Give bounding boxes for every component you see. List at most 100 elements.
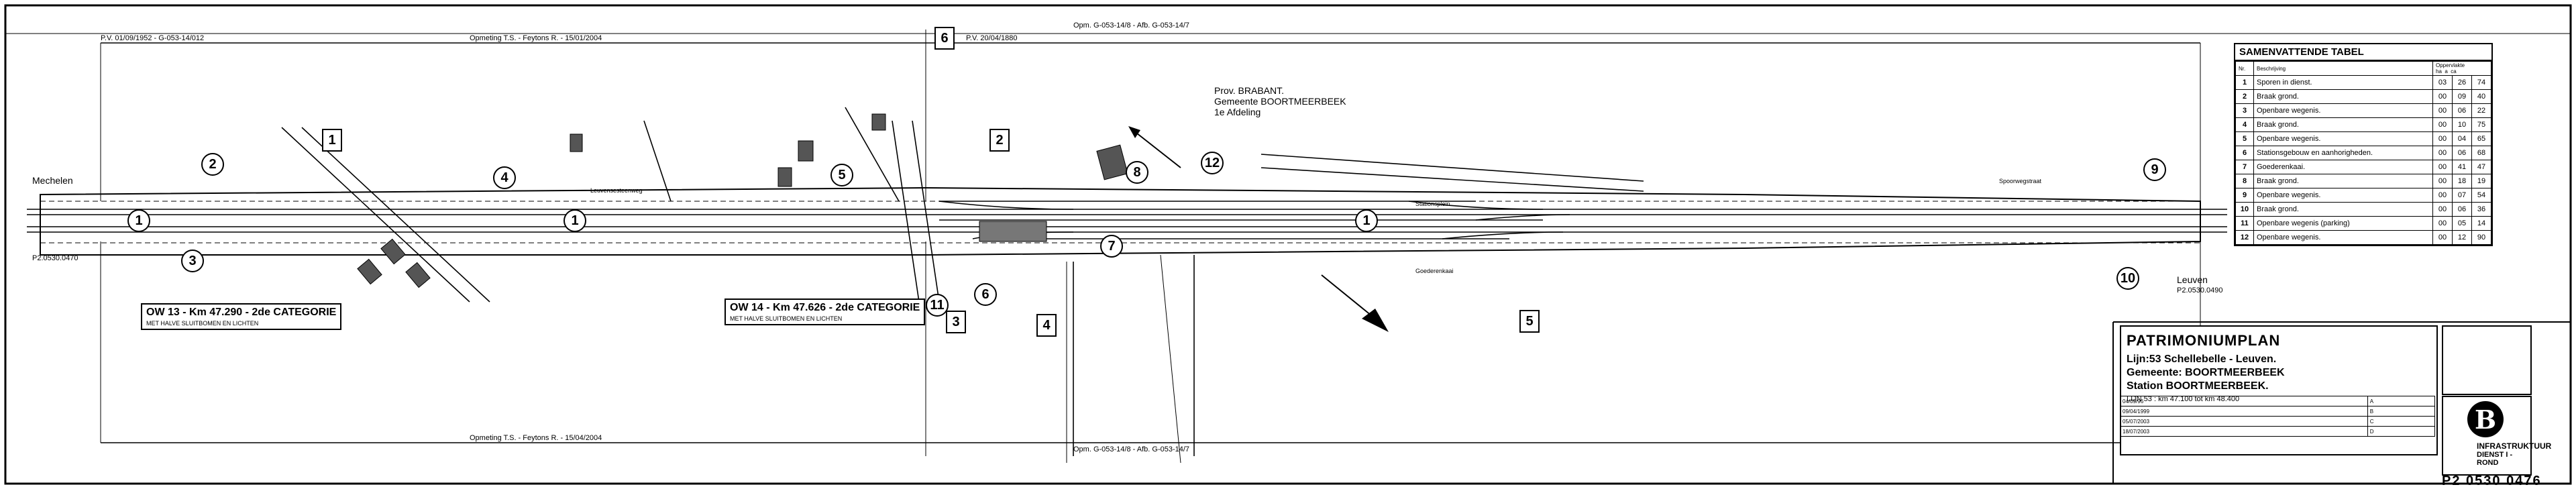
- opm-bottom: Opm. G-053-14/8 - Afb. G-053-14/7: [1073, 445, 1190, 453]
- crossing-ow13-sub: MET HALVE SLUITBOMEN EN LICHTEN: [146, 320, 259, 327]
- revision-letter: D: [2367, 426, 2436, 437]
- unit-ha: ha: [2436, 68, 2442, 74]
- summary-cell-nr: 7: [2235, 160, 2254, 174]
- code-box: [2442, 325, 2532, 395]
- summary-cell-ha: 00: [2432, 146, 2453, 160]
- location-gemeente: Gemeente BOORTMEERBEEK: [1214, 96, 1346, 107]
- street-stationsplein: Stationsplein: [1415, 201, 1450, 207]
- opmeting-bottom: Opmeting T.S. - Feytons R. - 15/04/2004: [470, 434, 602, 442]
- summary-cell-ca: 22: [2471, 103, 2491, 118]
- summary-cell-ha: 00: [2432, 188, 2453, 203]
- summary-cell-ha: 00: [2432, 230, 2453, 245]
- summary-cell-ca: 40: [2471, 89, 2491, 104]
- summary-cell-a: 12: [2452, 230, 2472, 245]
- parcel-circle-1b: 1: [564, 209, 586, 232]
- location-afdeling: 1e Afdeling: [1214, 107, 1261, 117]
- plan-line: Lijn:53 Schellebelle - Leuven.: [2127, 354, 2277, 365]
- revision-date: 09/04/1999: [2120, 406, 2368, 417]
- crossing-ow13: OW 13 - Km 47.290 - 2de CATEGORIE MET HA…: [141, 303, 342, 330]
- summary-cell-ca: 54: [2471, 188, 2491, 203]
- unit-a: a: [2445, 68, 2448, 74]
- plan-station: Station BOORTMEERBEEK.: [2127, 380, 2269, 392]
- parcel-circle-1c: 1: [1355, 209, 1378, 232]
- plan-code: P2 0530 0476: [2442, 474, 2542, 488]
- parcel-circle-10: 10: [2116, 267, 2139, 290]
- summary-cell-ca: 65: [2471, 131, 2491, 146]
- summary-cell-a: 26: [2452, 75, 2472, 90]
- summary-col-nr: Nr.: [2235, 61, 2254, 76]
- summary-cell-a: 10: [2452, 117, 2472, 132]
- summary-cell-desc: Openbare wegenis.: [2253, 103, 2433, 118]
- street-spoorwegstraat: Spoorwegstraat: [1999, 178, 2042, 184]
- parcel-circle-6: 6: [974, 283, 997, 306]
- section-box-4: 4: [1036, 314, 1057, 337]
- ref-right: P2.0530.0490: [2177, 286, 2223, 294]
- section-box-2: 2: [989, 129, 1010, 152]
- summary-cell-ha: 00: [2432, 131, 2453, 146]
- summary-cell-desc: Openbare wegenis.: [2253, 230, 2433, 245]
- parcel-circle-1a: 1: [127, 209, 150, 232]
- summary-cell-desc: Openbare wegenis.: [2253, 131, 2433, 146]
- summary-cell-ca: 36: [2471, 202, 2491, 217]
- summary-cell-nr: 9: [2235, 188, 2254, 203]
- parcel-circle-8: 8: [1126, 161, 1148, 184]
- pv-right: P.V. 20/04/1880: [966, 34, 1018, 42]
- parcel-circle-2: 2: [201, 153, 224, 176]
- infrabel-logo: B INFRASTRUKTUUR DIENST I - ROND: [2442, 396, 2551, 476]
- summary-cell-a: 06: [2452, 103, 2472, 118]
- plan-title: PATRIMONIUMPLAN: [2127, 332, 2281, 349]
- summary-cell-desc: Openbare wegenis (parking): [2253, 216, 2433, 231]
- summary-cell-nr: 5: [2235, 131, 2254, 146]
- parcel-circle-11: 11: [926, 294, 949, 317]
- summary-cell-ha: 00: [2432, 202, 2453, 217]
- summary-cell-ca: 47: [2471, 160, 2491, 174]
- revision-letter: A: [2367, 396, 2436, 406]
- section-box-3: 3: [946, 311, 966, 333]
- summary-cell-a: 09: [2452, 89, 2472, 104]
- pv-left: P.V. 01/09/1952 - G-053-14/012: [101, 34, 205, 42]
- summary-cell-nr: 2: [2235, 89, 2254, 104]
- summary-cell-desc: Braak grond.: [2253, 117, 2433, 132]
- summary-cell-a: 05: [2452, 216, 2472, 231]
- summary-col-opp-label: Oppervlakte: [2436, 62, 2465, 68]
- parcel-circle-7: 7: [1100, 235, 1123, 258]
- revision-letter: C: [2367, 416, 2436, 427]
- summary-cell-nr: 3: [2235, 103, 2254, 118]
- parcel-circle-4: 4: [493, 166, 516, 189]
- summary-cell-ca: 68: [2471, 146, 2491, 160]
- summary-cell-ha: 00: [2432, 89, 2453, 104]
- crossing-ow14: OW 14 - Km 47.626 - 2de CATEGORIE MET HA…: [724, 298, 926, 325]
- summary-cell-a: 41: [2452, 160, 2472, 174]
- logo-icon: B: [2467, 401, 2504, 437]
- summary-cell-nr: 6: [2235, 146, 2254, 160]
- plan-gemeente: Gemeente: BOORTMEERBEEK: [2127, 367, 2285, 378]
- summary-cell-ca: 90: [2471, 230, 2491, 245]
- summary-cell-desc: Stationsgebouw en aanhorigheden.: [2253, 146, 2433, 160]
- org-name-1: INFRASTRUKTUUR: [2477, 441, 2552, 451]
- summary-title: SAMENVATTENDE TABEL: [2235, 44, 2491, 61]
- place-leuven: Leuven: [2177, 274, 2208, 285]
- summary-cell-desc: Goederenkaai.: [2253, 160, 2433, 174]
- revision-letter: B: [2367, 406, 2436, 417]
- summary-cell-nr: 8: [2235, 174, 2254, 188]
- crossing-ow13-title: OW 13 - Km 47.290 - 2de CATEGORIE: [146, 307, 337, 318]
- summary-cell-ha: 00: [2432, 174, 2453, 188]
- summary-cell-ca: 75: [2471, 117, 2491, 132]
- summary-cell-nr: 11: [2235, 216, 2254, 231]
